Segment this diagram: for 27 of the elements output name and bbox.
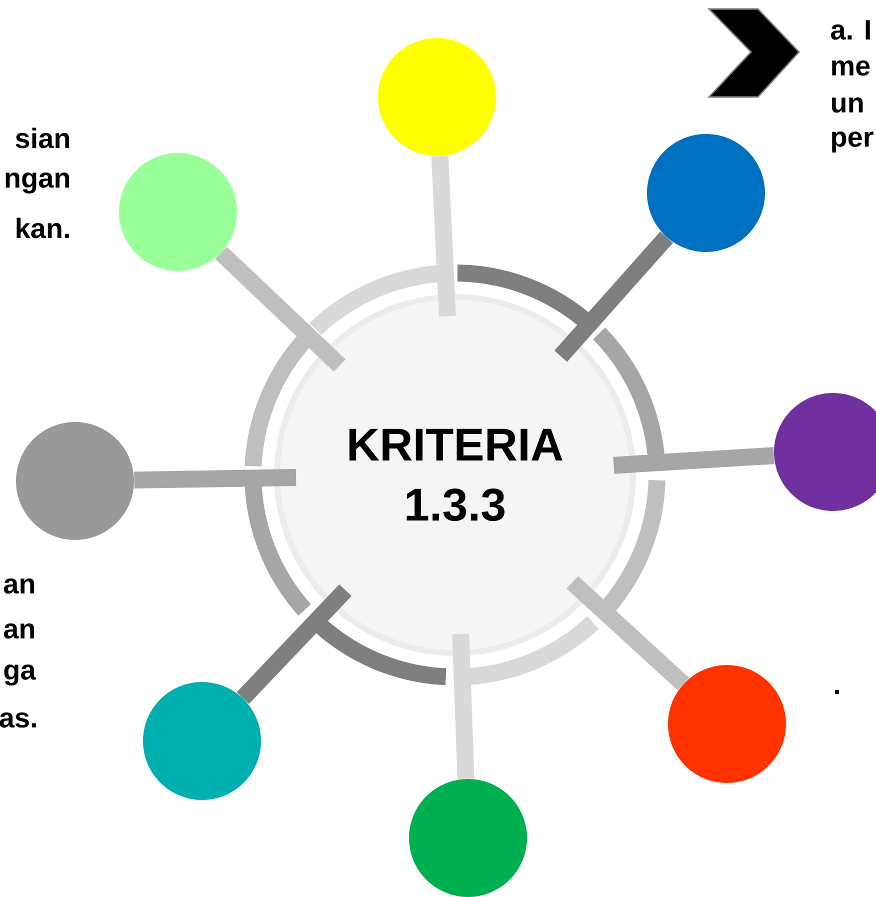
text-fragment: as. xyxy=(0,712,36,728)
text-fragment: sian xyxy=(16,128,70,148)
colored-circle xyxy=(16,422,134,540)
connector-bar xyxy=(452,634,474,780)
connector-bar xyxy=(613,447,774,474)
colored-circle xyxy=(119,153,237,271)
text-fragment: an xyxy=(4,623,34,639)
colored-circle xyxy=(143,682,261,800)
text-fragment: . xyxy=(835,690,840,694)
connector-bar xyxy=(215,246,346,372)
text-fragment: me xyxy=(832,60,870,76)
connector-bar xyxy=(134,469,296,489)
connector-bar xyxy=(554,232,673,362)
text-fragment: kan. xyxy=(16,218,69,238)
colored-circle xyxy=(378,38,496,156)
connector-bar xyxy=(566,576,690,690)
text-fragment: ngan xyxy=(6,172,70,194)
colored-circle xyxy=(668,665,786,783)
connector-bar xyxy=(431,156,456,317)
text-fragment: a. I xyxy=(831,20,870,40)
text-fragment: per xyxy=(832,132,874,152)
colored-circle xyxy=(647,134,765,252)
colored-circle xyxy=(409,779,527,897)
text-fragment: an xyxy=(4,578,34,594)
text-fragment: un xyxy=(832,97,863,113)
text-fragment: ga xyxy=(4,664,36,686)
connector-bar xyxy=(236,584,352,704)
